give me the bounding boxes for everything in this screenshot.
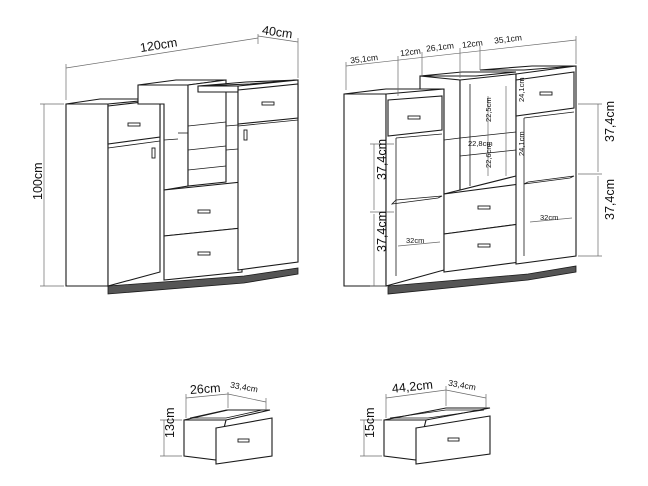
- inner-view-drawing: [343, 65, 577, 295]
- right-compartment-height-label: 37,4cm: [603, 101, 617, 142]
- front-view-dimensions: [40, 34, 299, 287]
- large-drawer-depth-label: 33,4cm: [448, 378, 477, 393]
- inner-view-dimensions: [345, 36, 602, 287]
- right-shelf-depth-label: 32cm: [540, 213, 558, 222]
- shelf-mid-height-label: 22,8cm: [468, 139, 493, 148]
- small-drawer-height-label: 13cm: [163, 407, 177, 438]
- left-shelf-depth-label: 32cm: [406, 236, 424, 245]
- shelf-lower-height-label: 22,6cm: [484, 143, 493, 168]
- front-view-drawing: [65, 79, 299, 295]
- inner-gap-right-label: 12cm: [461, 37, 483, 49]
- right-lower-height-label: 24,1cm: [517, 131, 526, 156]
- right-upper-height-label: 24,1cm: [517, 77, 526, 102]
- inner-gap-left-label: 12cm: [399, 46, 421, 58]
- shelf-upper-height-label: 22,5cm: [484, 97, 493, 122]
- small-drawer-depth-label: 33,4cm: [230, 380, 259, 395]
- front-depth-label: 40cm: [261, 23, 293, 41]
- left-bottom-height-label: 37,4cm: [375, 211, 389, 252]
- inner-middle-width-label: 26,1cm: [425, 40, 454, 53]
- large-drawer-width-label: 44,2cm: [391, 378, 433, 396]
- large-drawer-drawing: [360, 386, 491, 465]
- left-compartment-height-label: 37,4cm: [375, 139, 389, 180]
- large-drawer-height-label: 15cm: [363, 407, 377, 438]
- small-drawer-drawing: [160, 392, 273, 465]
- front-width-label: 120cm: [139, 35, 178, 55]
- right-bottom-height-label: 37,4cm: [603, 179, 617, 220]
- small-drawer-width-label: 26cm: [189, 381, 220, 397]
- inner-right-width-label: 35,1cm: [493, 32, 522, 45]
- inner-left-width-label: 35,1cm: [350, 52, 379, 65]
- front-height-label: 100cm: [31, 162, 45, 200]
